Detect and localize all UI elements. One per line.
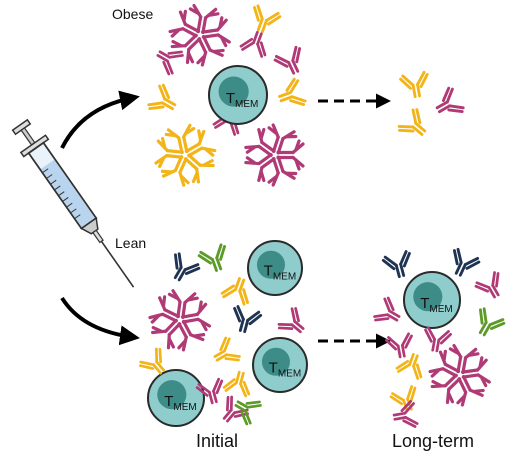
antibody-icon bbox=[373, 296, 401, 322]
antibody-icon bbox=[273, 45, 302, 75]
tmem-label: TMEM bbox=[264, 263, 297, 283]
arrow-to-obese bbox=[60, 90, 140, 149]
arrow-to-lean bbox=[60, 296, 140, 346]
lean-label: Lean bbox=[115, 235, 146, 251]
antibody-icon bbox=[253, 4, 282, 33]
igm-pentamer-icon bbox=[428, 343, 491, 407]
antibody-layer: TMEM TMEM TMEM TMEM TMEM bbox=[139, 3, 506, 428]
antibody-icon bbox=[197, 243, 226, 272]
antibody-icon bbox=[173, 252, 201, 282]
memory-t-cell-icon: TMEM bbox=[208, 65, 268, 125]
antibody-icon bbox=[222, 370, 251, 398]
memory-t-cell-icon: TMEM bbox=[247, 240, 303, 296]
syringe-icon bbox=[11, 118, 135, 288]
antibody-icon bbox=[474, 271, 500, 299]
antibody-icon bbox=[278, 77, 307, 106]
antibody-icon bbox=[435, 86, 465, 114]
initial-label: Initial bbox=[196, 431, 238, 451]
antibody-icon bbox=[220, 277, 249, 306]
antibody-icon bbox=[385, 332, 413, 359]
antibody-icon bbox=[233, 305, 263, 334]
tmem-label: TMEM bbox=[420, 295, 453, 315]
obese-label: Obese bbox=[112, 6, 153, 22]
antibody-icon bbox=[389, 385, 417, 413]
antibody-icon bbox=[213, 336, 241, 362]
antibody-icon bbox=[195, 377, 224, 405]
antibody-icon bbox=[399, 70, 429, 99]
antibody-icon bbox=[139, 347, 166, 375]
tmem-label: TMEM bbox=[226, 90, 259, 110]
antibody-icon bbox=[452, 247, 481, 277]
igm-pentamer-icon bbox=[168, 3, 231, 67]
antibody-icon bbox=[147, 83, 177, 111]
igm-pentamer-icon bbox=[154, 123, 217, 187]
memory-t-cell-icon: TMEM bbox=[403, 271, 461, 329]
tmem-label: TMEM bbox=[269, 360, 302, 380]
antibody-icon bbox=[381, 250, 411, 279]
memory-t-cell-icon: TMEM bbox=[147, 369, 205, 427]
antibody-icon bbox=[395, 352, 423, 380]
antibody-icon bbox=[156, 50, 184, 76]
igm-pentamer-icon bbox=[148, 289, 212, 352]
antibody-icon bbox=[392, 400, 419, 428]
antibody-icon bbox=[424, 326, 452, 353]
antibody-icon bbox=[277, 307, 305, 334]
tmem-label: TMEM bbox=[164, 393, 197, 413]
antibody-icon bbox=[239, 30, 267, 58]
memory-t-cell-icon: TMEM bbox=[252, 337, 308, 393]
long-term-label: Long-term bbox=[392, 431, 474, 451]
antibody-icon bbox=[397, 108, 427, 136]
antibody-icon bbox=[234, 400, 262, 426]
antibody-icon bbox=[478, 307, 506, 337]
igm-pentamer-icon bbox=[244, 123, 305, 187]
